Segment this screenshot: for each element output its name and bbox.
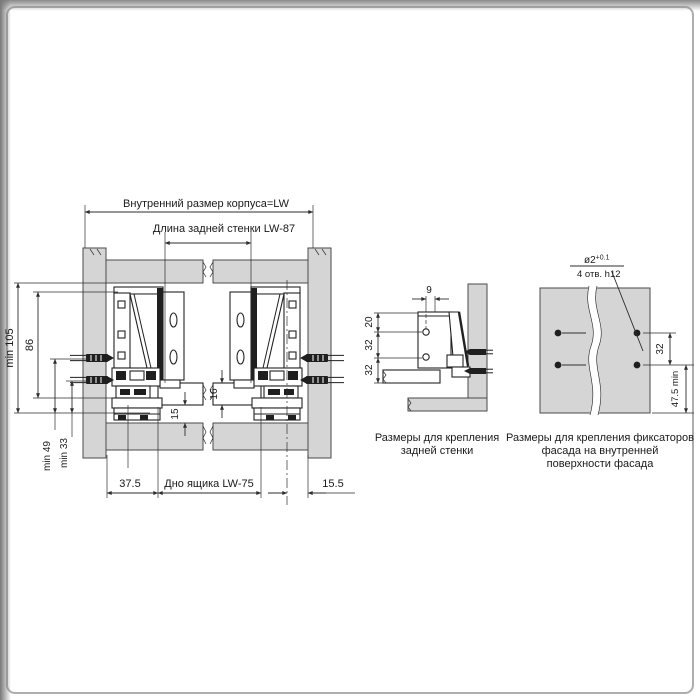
label-47-5-min: 47.5 min: [670, 371, 681, 407]
cabinet-rail-top-left: [105, 259, 204, 284]
hole-left-upper: [554, 329, 562, 337]
label-37-5: 37.5: [119, 478, 140, 490]
caption-back-wall-1: Размеры для крепления: [375, 432, 499, 444]
label-hole-count: 4 отв. h12: [577, 269, 621, 280]
caption-back-wall-2: задней стенки: [401, 445, 474, 457]
caption-facade-2: фасада на внутренней: [542, 445, 659, 457]
screw-left-upper: [69, 353, 115, 363]
caption-facade-1: Размеры для крепления фиксаторов: [506, 432, 694, 444]
page-edge-left: [0, 0, 11, 700]
label-inner-width: Внутренний размер корпуса=LW: [123, 198, 290, 210]
hole-left-lower: [554, 361, 562, 369]
page-edge-top: [0, 0, 700, 11]
label-9: 9: [426, 285, 432, 296]
drawer-bottom-mid: [382, 369, 441, 384]
main-cross-section: Внутренний размер корпуса=LW Длина задне…: [4, 198, 355, 505]
back-screw-upper: [463, 348, 494, 356]
cabinet-rail-top-right: [212, 259, 309, 284]
screw-right-upper: [299, 353, 345, 363]
back-wall-mounting: 9 20 32 32 Размеры для крепления задней …: [364, 283, 499, 457]
cabinet-side-left: [82, 247, 107, 459]
label-32-right: 32: [655, 343, 666, 355]
cabinet-side-right: [307, 247, 332, 459]
back-wall-panel: [467, 283, 488, 411]
label-hole-spec: ø2+0.1: [584, 255, 610, 267]
break-wave-right: [595, 285, 602, 416]
break-wave-left: [587, 285, 594, 416]
label-min33: min 33: [59, 438, 70, 468]
back-bracket: [417, 311, 452, 369]
label-32-lower: 32: [364, 364, 375, 376]
facade-hole-layout: ø2+0.1 4 отв. h12 32 47.5 min Размеры дл…: [506, 255, 694, 471]
cabinet-bottom-left: [105, 422, 204, 451]
cabinet-bottom-mid: [407, 397, 488, 412]
back-screw-lower: [463, 367, 494, 375]
label-min105: min 105: [4, 328, 16, 367]
label-86: 86: [24, 339, 36, 351]
leader-line: [611, 271, 644, 352]
screw-left-lower: [69, 375, 115, 385]
label-32-upper: 32: [364, 339, 375, 351]
label-back-wall-length: Длина задней стенки LW-87: [153, 223, 295, 235]
label-15: 15: [170, 408, 181, 420]
label-20: 20: [364, 316, 375, 328]
screw-right-lower: [299, 375, 345, 385]
label-drawer-bottom: Дно ящика LW-75: [164, 478, 253, 490]
label-min49: min 49: [42, 441, 53, 471]
cabinet-bottom-right: [212, 422, 309, 451]
label-16: 16: [209, 388, 220, 400]
caption-facade-3: поверхности фасада: [547, 458, 655, 470]
label-15-5: 15.5: [322, 478, 343, 490]
hole-right-lower: [633, 361, 641, 369]
